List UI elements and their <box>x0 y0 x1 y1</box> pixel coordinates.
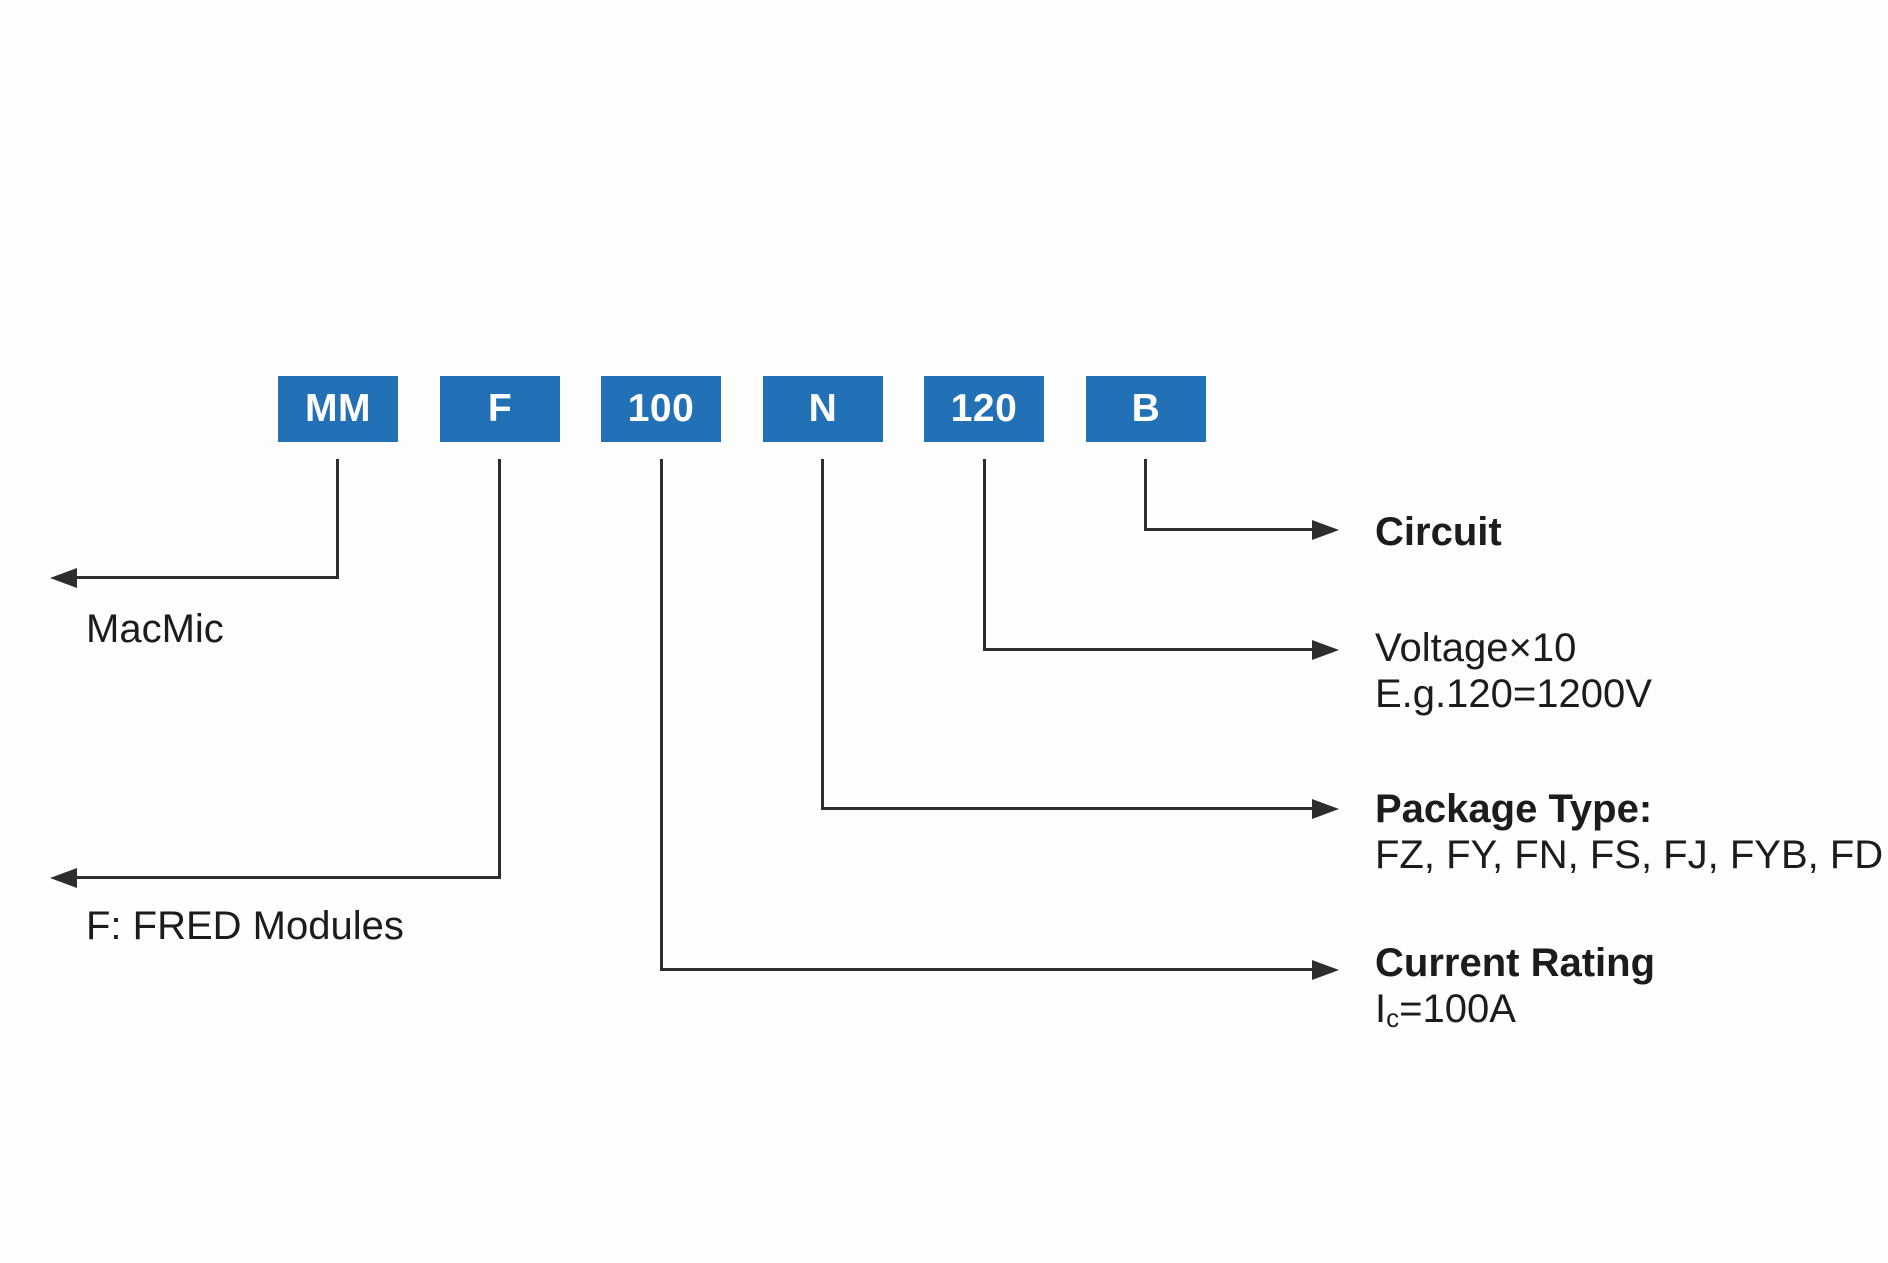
current-title: Current Rating <box>1375 941 1655 985</box>
pn-box-f-label: F <box>487 387 513 430</box>
pn-box-b-label: B <box>1131 387 1161 430</box>
arrow-left-icon <box>50 568 77 588</box>
circuit-title: Circuit <box>1375 510 1502 554</box>
pn-box-120: 120 <box>924 376 1044 442</box>
voltage-detail: E.g.120=1200V <box>1375 672 1652 716</box>
manufacturer-label: MacMic <box>86 607 224 651</box>
pn-box-100-label: 100 <box>627 387 695 430</box>
callout-package: Package Type: FZ, FY, FN, FS, FJ, FYB, F… <box>1375 786 1883 878</box>
arrow-right-icon <box>1312 640 1339 660</box>
package-detail: FZ, FY, FN, FS, FJ, FYB, FD <box>1375 833 1884 877</box>
arrow-right-icon <box>1312 960 1339 980</box>
pn-box-mm-label: MM <box>305 387 371 430</box>
connector-manufacturer-vline <box>336 459 339 579</box>
pn-box-100: 100 <box>601 376 721 442</box>
connector-circuit-hline <box>1144 528 1312 531</box>
connector-voltage-vline <box>983 459 986 651</box>
pn-box-120-label: 120 <box>950 387 1018 430</box>
connector-series-vline <box>498 459 501 879</box>
pn-box-b: B <box>1086 376 1206 442</box>
arrow-left-icon <box>50 868 77 888</box>
connector-series-hline <box>75 876 501 879</box>
callout-current: Current Rating Ic=100A <box>1375 940 1655 1041</box>
pn-box-n: N <box>763 376 883 442</box>
current-subscript: c <box>1386 1003 1400 1033</box>
current-symbol: I <box>1375 987 1387 1031</box>
pn-box-f: F <box>440 376 560 442</box>
arrow-right-icon <box>1312 799 1339 819</box>
connector-manufacturer-hline <box>75 576 339 579</box>
callout-circuit: Circuit <box>1375 509 1502 555</box>
arrow-right-icon <box>1312 520 1339 540</box>
connector-package-vline <box>821 459 824 810</box>
series-label: F: FRED Modules <box>86 904 404 948</box>
connector-current-vline <box>660 459 663 971</box>
pn-box-n-label: N <box>808 387 838 430</box>
voltage-title: Voltage×10 <box>1375 626 1577 670</box>
callout-voltage: Voltage×10 E.g.120=1200V <box>1375 625 1652 717</box>
callout-series: F: FRED Modules <box>86 903 404 949</box>
callout-manufacturer: MacMic <box>86 606 224 652</box>
connector-voltage-hline <box>983 648 1312 651</box>
package-title: Package Type: <box>1375 787 1653 831</box>
pn-box-mm: MM <box>278 376 398 442</box>
current-detail: Ic=100A <box>1375 986 1655 1041</box>
current-value: =100A <box>1399 987 1516 1031</box>
connector-package-hline <box>821 807 1312 810</box>
connector-current-hline <box>660 968 1312 971</box>
connector-circuit-vline <box>1144 459 1147 531</box>
